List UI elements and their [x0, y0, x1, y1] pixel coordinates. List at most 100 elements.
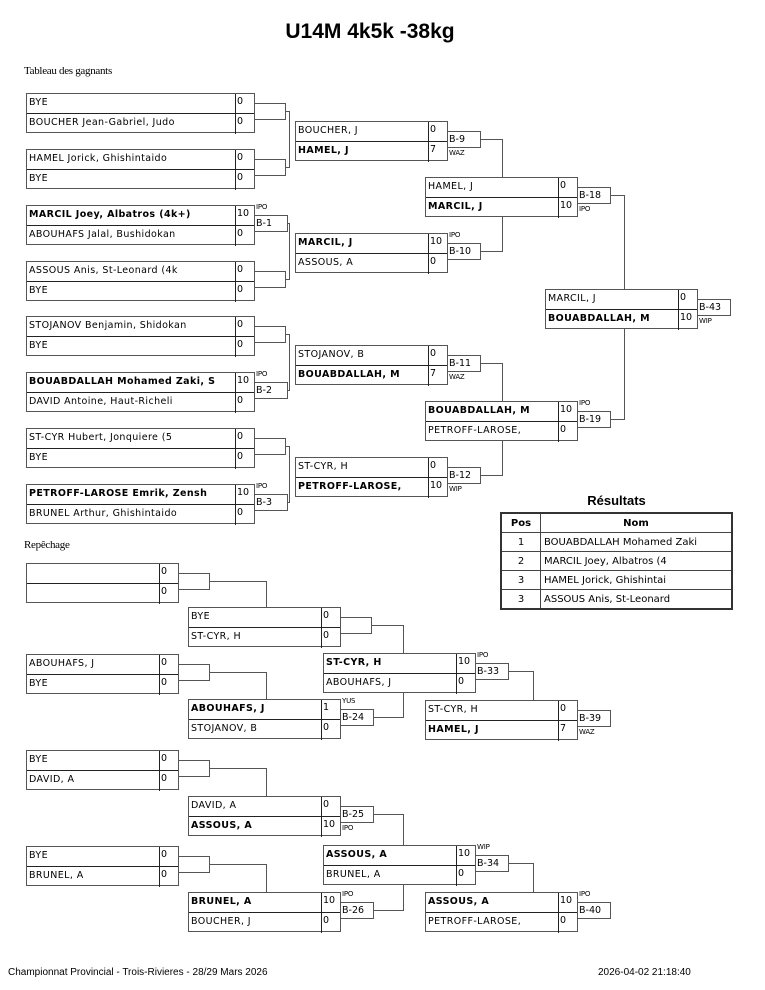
- competitor-score: 0: [235, 393, 255, 413]
- competitor-name: ST-CYR, H: [326, 657, 382, 668]
- competitor-name: MARCIL, J: [298, 237, 353, 248]
- connector-line: [286, 111, 289, 112]
- bout-label: B-9: [447, 131, 481, 148]
- competitor-score: 10: [558, 893, 578, 913]
- competitor-name: PETROFF-LAROSE Emrik, Zensh: [29, 488, 208, 499]
- technique-label: WAZ: [449, 149, 465, 157]
- connector-line: [481, 475, 502, 476]
- competitor-score: 10: [235, 206, 255, 226]
- competitor-row: MARCIL, J 10: [296, 234, 447, 254]
- competitor-score: 10: [428, 234, 448, 254]
- bout-label: [178, 760, 210, 777]
- competitor-name: PETROFF-LAROSE,: [428, 916, 522, 927]
- connector-line: [266, 864, 267, 892]
- connector-line: [403, 625, 404, 653]
- competitor-score: 0: [428, 254, 448, 274]
- bout-label: B-2: [254, 382, 288, 399]
- connector-line: [210, 768, 266, 769]
- competitor-name: BYE: [29, 173, 49, 184]
- bout-label: B-18: [577, 187, 611, 204]
- competitor-score: 0: [235, 505, 255, 525]
- bout-label: B-24: [340, 709, 374, 726]
- competitor-name: ABOUHAFS Jalal, Bushidokan: [29, 229, 176, 240]
- competitor-score: 0: [428, 346, 448, 366]
- connector-line: [403, 693, 404, 718]
- competitor-score: 0: [558, 913, 578, 933]
- connector-line: [403, 885, 404, 911]
- bout-label: B-26: [340, 902, 374, 919]
- competitor-name: DAVID Antoine, Haut-Richeli: [29, 396, 173, 407]
- bout-label: B-11: [447, 355, 481, 372]
- competitor-name: STOJANOV, B: [191, 723, 258, 734]
- bout-label: B-33: [475, 663, 509, 680]
- technique-label: IPO: [256, 203, 268, 211]
- competitor-score: 10: [558, 402, 578, 422]
- connector-line: [286, 167, 289, 168]
- competitor-name: ABOUHAFS, J: [29, 658, 95, 669]
- technique-label: IPO: [579, 205, 591, 213]
- competitor-name: ASSOUS, A: [326, 849, 388, 860]
- connector-line: [289, 474, 290, 475]
- connector-line: [286, 334, 289, 335]
- connector-line: [288, 223, 289, 224]
- competitor-name: PETROFF-LAROSE,: [428, 425, 522, 436]
- competitor-row: ASSOUS, A 10: [324, 846, 475, 866]
- page-title: U14M 4k5k -38kg: [285, 20, 455, 43]
- competitor-name: BYE: [29, 754, 49, 765]
- competitor-row: DAVID Antoine, Haut-Richeli 0: [27, 393, 254, 413]
- competitor-name: BOUABDALLAH, M: [298, 369, 400, 380]
- results-header-pos: Pos: [500, 512, 541, 533]
- competitor-score: 10: [678, 310, 698, 330]
- connector-line: [210, 864, 266, 865]
- bout-label: B-10: [447, 243, 481, 260]
- competitor-name: ABOUHAFS, J: [191, 703, 265, 714]
- competitor-score: 10: [456, 846, 476, 866]
- competitor-row: 0: [27, 564, 178, 584]
